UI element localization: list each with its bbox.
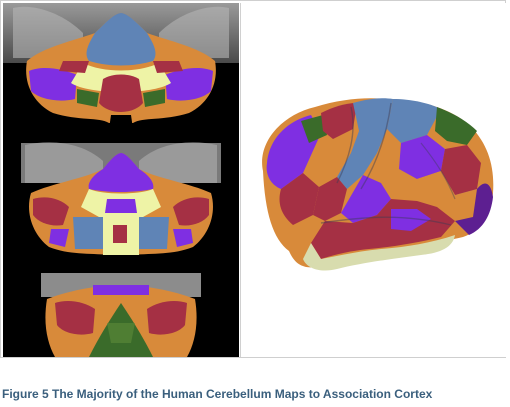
cerebellum-slices-image	[3, 3, 239, 357]
cortex-surface-panel	[240, 3, 506, 357]
cerebellum-slice-bottom	[41, 273, 201, 357]
cerebellum-slice-top	[3, 3, 239, 129]
cortex-surface-image	[262, 98, 494, 271]
cortex-surface	[262, 98, 494, 271]
cerebellum-slices-panel	[3, 3, 239, 357]
figure-caption: Figure 5 The Majority of the Human Cereb…	[2, 387, 433, 401]
cerebellum-slice-middle	[21, 142, 221, 255]
figure-frame	[0, 0, 506, 358]
